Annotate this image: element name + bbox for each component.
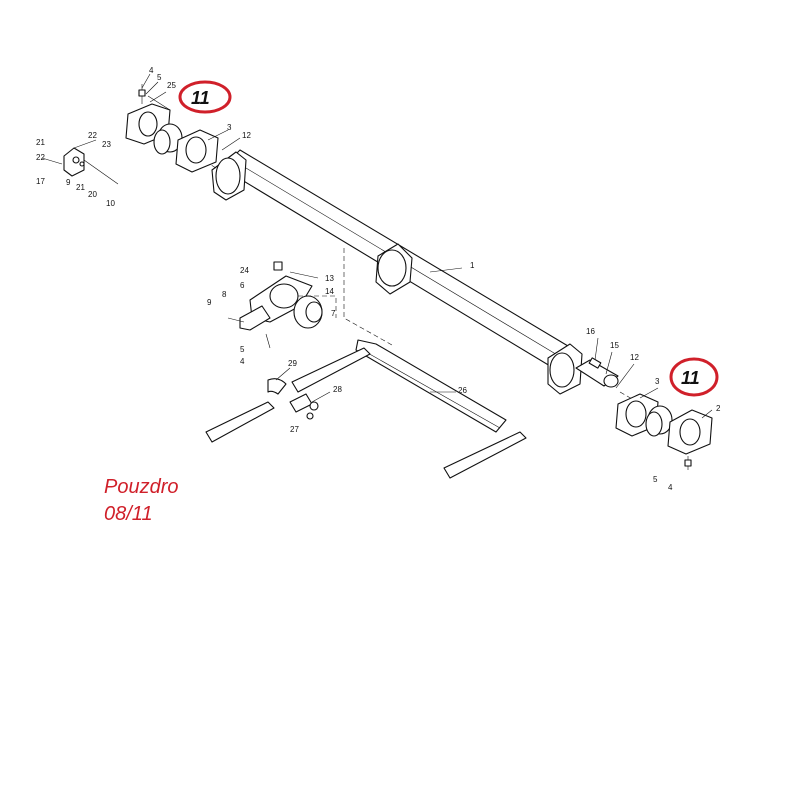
label-17: 17 [36,177,45,186]
label-24: 24 [240,266,249,275]
highlight-callout-top: 11 [178,80,232,114]
label-26: 26 [458,386,467,395]
label-14: 14 [325,287,334,296]
label-20: 20 [88,190,97,199]
left-bearing-assembly [125,84,219,173]
label-9-clamp: 9 [207,298,212,307]
highlight-callout-right: 11 [669,357,719,397]
caption-date: 08/11 [104,503,153,525]
label-21-b: 21 [76,183,85,192]
label-3-top: 3 [227,123,232,132]
label-25: 25 [167,81,176,90]
right-bearing-assembly [615,393,713,470]
lower-frame-assembly [205,339,527,479]
leader-lines [141,73,713,419]
caption-title: Pouzdro [104,476,179,498]
label-4-right: 4 [668,483,673,492]
callout-label: 11 [681,368,700,388]
label-12-top: 12 [242,131,251,140]
sensor-bracket-assembly [41,139,119,185]
label-2: 2 [716,404,721,413]
clamp-bracket-assembly [227,261,337,349]
label-8: 8 [222,290,227,299]
label-16: 16 [586,327,595,336]
label-5-top: 5 [157,73,162,82]
label-15: 15 [610,341,619,350]
label-9-bracket: 9 [66,178,71,187]
highlight-ring [669,357,719,397]
part-number-labels: 4 5 25 3 12 21 22 23 22 17 9 21 20 10 1 … [36,66,721,492]
label-6: 6 [240,281,245,290]
label-5-right: 5 [653,475,658,484]
label-22-a: 22 [88,131,97,140]
label-21-a: 21 [36,138,45,147]
highlight-ring [178,80,232,114]
label-13: 13 [325,274,334,283]
label-10: 10 [106,199,115,208]
label-3-right: 3 [655,377,660,386]
label-22-b: 22 [36,153,45,162]
label-1: 1 [470,261,475,270]
label-27: 27 [290,425,299,434]
label-4-top: 4 [149,66,154,75]
label-4-clamp: 4 [240,357,245,366]
label-12-right: 12 [630,353,639,362]
main-tube [159,133,701,439]
label-5-clamp: 5 [240,345,245,354]
label-29: 29 [288,359,297,368]
label-28: 28 [333,385,342,394]
label-23: 23 [102,140,111,149]
callout-label: 11 [191,88,210,108]
label-7: 7 [331,309,336,318]
